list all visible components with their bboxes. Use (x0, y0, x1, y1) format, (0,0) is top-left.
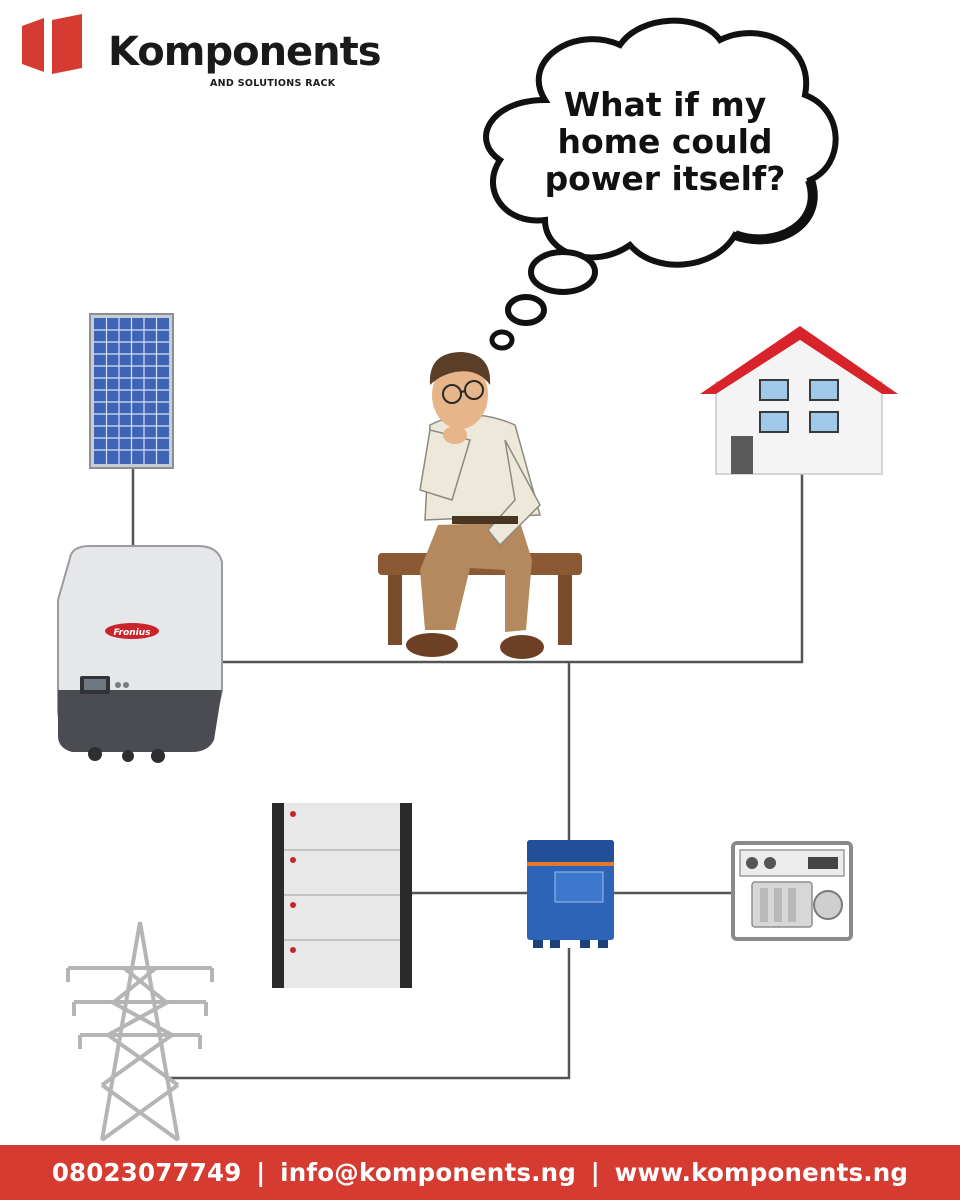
thought-line-3: power itself? (544, 159, 786, 198)
footer-contact-line: 08023077749 | info@komponents.ng | www.k… (52, 1158, 908, 1187)
footer-separator: | (590, 1158, 600, 1187)
hybrid-inverter-icon (527, 840, 614, 948)
house-icon (700, 326, 898, 475)
footer-website[interactable]: www.komponents.ng (614, 1158, 909, 1187)
thought-text: What if my home could power itself? (530, 86, 800, 197)
inverter-brand-label: Fronius (113, 628, 151, 638)
solar-panel-icon (89, 313, 174, 469)
string-inverter-icon: Fronius (57, 545, 223, 763)
footer-email[interactable]: info@komponents.ng (280, 1158, 577, 1187)
line-inverter-to-house (215, 474, 804, 664)
thought-line-1: What if my (563, 85, 767, 124)
brand-name: Komponents (108, 29, 382, 75)
power-pylon-icon (66, 921, 214, 1142)
battery-stack-icon (272, 803, 412, 988)
contact-footer: 08023077749 | info@komponents.ng | www.k… (0, 1145, 960, 1200)
footer-separator: | (256, 1158, 266, 1187)
connection-lines (131, 468, 804, 1080)
thought-bubble (483, 17, 839, 351)
brand-mark-icon (22, 14, 82, 74)
generator-icon (731, 841, 853, 941)
thought-line-2: home could (557, 122, 773, 161)
footer-phone[interactable]: 08023077749 (51, 1158, 242, 1187)
brand-tagline: AND SOLUTIONS RACK (210, 78, 336, 89)
line-hybrid-to-grid (165, 948, 571, 1080)
thinking-man-icon (378, 352, 582, 659)
brand-logo: Komponents AND SOLUTIONS RACK (22, 14, 382, 89)
energy-system-diagram: Fronius (57, 17, 898, 1142)
